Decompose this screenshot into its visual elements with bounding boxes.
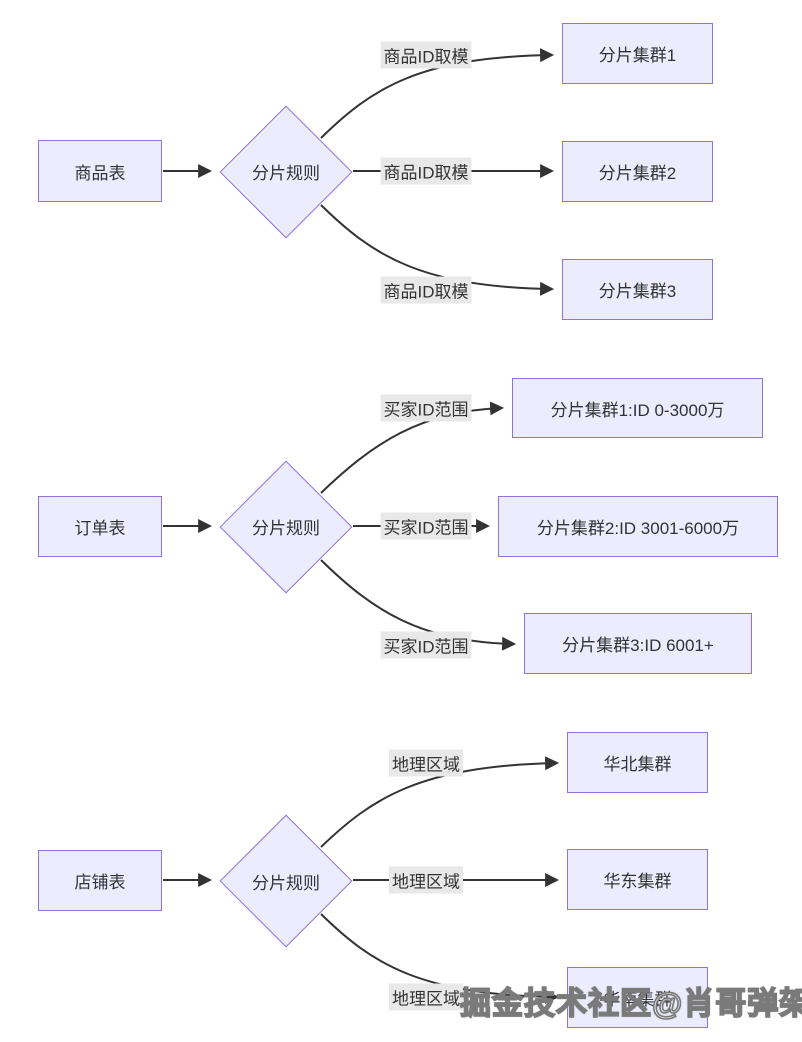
edge-rule-to-cluster3 <box>320 204 555 296</box>
edge-rule-to-range3 <box>320 559 517 651</box>
rule-label: 分片规则 <box>252 164 320 183</box>
node-rule-diamond-order: 分片规则 <box>219 460 353 593</box>
rule-label: 分片规则 <box>252 873 320 893</box>
edge-label-product-mod-3: 商品ID取模 <box>380 276 472 304</box>
node-product-table: 商品表 <box>38 140 162 202</box>
node-rule-diamond-shop: 分片规则 <box>219 814 353 948</box>
edge-label-buyer-range-2: 买家ID范围 <box>380 512 472 540</box>
edge-label-buyer-range-3: 买家ID范围 <box>380 631 472 659</box>
edge-label-geo-region-2: 地理区域 <box>389 866 463 894</box>
node-shard-cluster-2: 分片集群2 <box>562 141 713 202</box>
node-range-cluster-3: 分片集群3:ID 6001+ <box>524 613 752 674</box>
node-shard-cluster-3: 分片集群3 <box>562 259 713 320</box>
watermark-text: 掘金技术社区@肖哥弹架构 <box>459 985 802 1022</box>
edge-label-product-mod-2: 商品ID取模 <box>380 157 472 185</box>
node-shard-cluster-1: 分片集群1 <box>562 23 713 84</box>
edge-rule-to-north <box>320 756 560 848</box>
edge-label-geo-region-1: 地理区域 <box>389 749 463 777</box>
node-rule-diamond-product: 分片规则 <box>219 105 353 238</box>
node-south-cluster: 华南集群 <box>567 967 708 1028</box>
node-shop-table: 店铺表 <box>38 850 162 911</box>
edge-rule-to-cluster1 <box>320 48 555 139</box>
node-order-table: 订单表 <box>38 496 162 557</box>
node-north-cluster: 华北集群 <box>567 732 708 793</box>
node-east-cluster: 华东集群 <box>567 849 708 910</box>
node-range-cluster-1: 分片集群1:ID 0-3000万 <box>512 378 763 438</box>
node-range-cluster-2: 分片集群2:ID 3001-6000万 <box>498 496 778 557</box>
edge-rule-to-south <box>320 913 560 1004</box>
rule-label: 分片规则 <box>252 519 320 538</box>
edge-label-buyer-range-1: 买家ID范围 <box>380 394 472 422</box>
edge-label-product-mod-1: 商品ID取模 <box>380 41 472 69</box>
edge-rule-to-range1 <box>320 401 505 494</box>
edge-label-geo-region-3: 地理区域 <box>389 983 463 1011</box>
